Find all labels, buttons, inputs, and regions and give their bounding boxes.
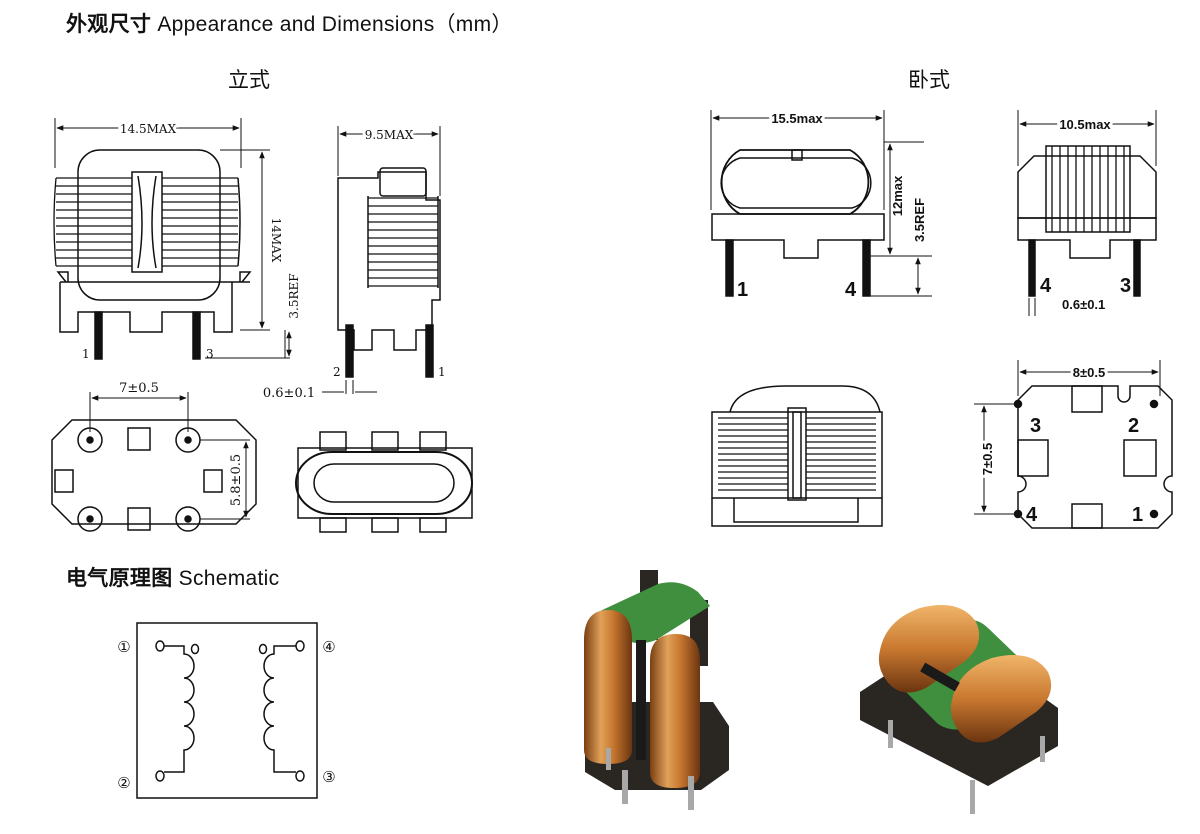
horizontal-bottom-view [974,360,1173,529]
h-side-pin-right: 3 [1120,275,1131,297]
v-side-pin-right: 1 [438,365,446,379]
v-pin-dia-label: 0.6±0.1 [263,386,315,401]
dimensions-heading-zh: 外观尺寸 [66,12,152,36]
horizontal-side-view [1017,110,1157,316]
h-pin-dia-label: 0.6±0.1 [1062,297,1105,312]
v-height-label: 14MAX [269,218,283,263]
h-front-pin-right: 4 [845,279,857,301]
vertical-top-view [295,431,473,533]
v-row-spacing-label: 5.8±0.5 [229,454,244,506]
horizontal-type-title: 卧式 [908,68,950,92]
h-width-label: 15.5max [771,111,823,126]
schematic-heading: 电气原理图 Schematic [66,562,279,592]
v-pin-spacing-label: 7±0.5 [119,381,159,396]
v-side-pin-left: 2 [333,365,341,379]
v-width-label: 14.5MAX [120,122,177,136]
horizontal-front-view [710,110,932,297]
v-side-width-label: 9.5MAX [365,128,414,142]
horizontal-top-view [711,385,883,527]
schematic-pin-2: ② [117,774,130,792]
schematic-pin-1: ① [117,638,130,656]
h-bottom-pin-bl: 4 [1026,504,1038,526]
vertical-side-view [322,126,441,394]
h-ref-label: 3.5REF [912,198,927,242]
vertical-bottom-view [51,392,257,532]
vertical-front-view [53,118,292,360]
schematic-diagram [136,622,318,799]
vertical-choke-photo [584,570,729,810]
h-side-width-label: 10.5max [1059,117,1111,132]
h-height-label: 12max [890,175,905,216]
h-bottom-pin-br: 1 [1132,504,1143,526]
h-side-pin-left: 4 [1040,275,1052,297]
vertical-type-title: 立式 [228,68,270,92]
h-bottom-pin-tr: 2 [1128,415,1139,437]
v-ref-label: 3.5REF [287,273,301,318]
schematic-heading-zh: 电气原理图 [66,566,173,590]
horizontal-choke-photo [860,605,1058,814]
v-front-pin-right: 3 [206,347,214,361]
v-front-pin-left: 1 [82,347,90,361]
dimensions-heading-en: Appearance and Dimensions（mm） [151,13,513,36]
dimensions-heading: 外观尺寸 Appearance and Dimensions（mm） [66,8,513,38]
schematic-pin-3: ③ [322,768,335,786]
schematic-pin-4: ④ [322,638,335,656]
schematic-heading-en: Schematic [172,567,280,590]
h-bottom-pin-tl: 3 [1030,415,1041,437]
h-row-spacing-label: 7±0.5 [980,443,995,475]
h-pin-spacing-label: 8±0.5 [1073,365,1105,380]
h-front-pin-left: 1 [737,279,748,301]
